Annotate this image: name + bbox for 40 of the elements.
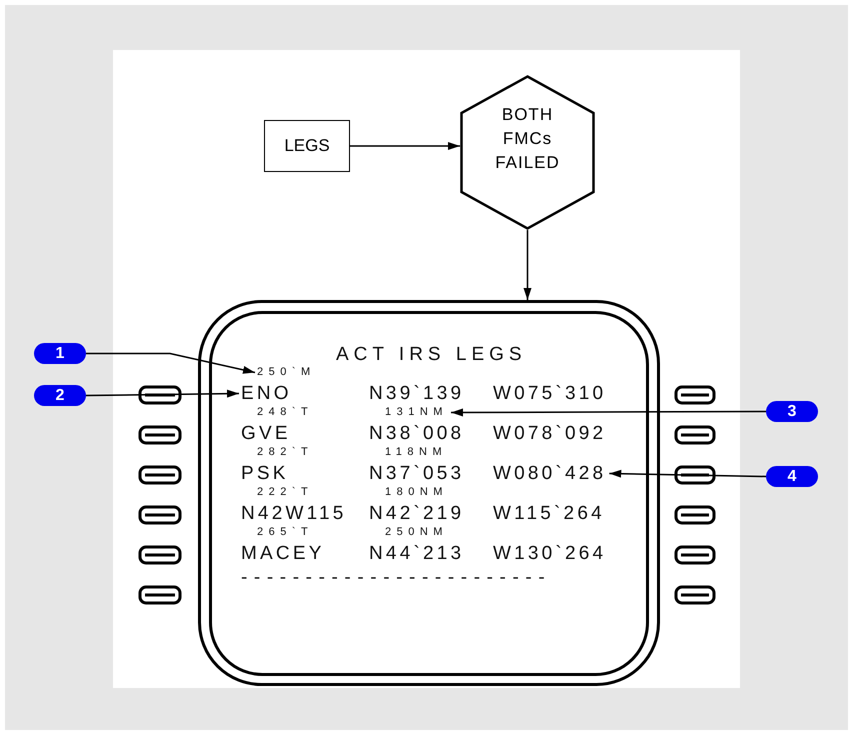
screen-text: 282`T (257, 447, 314, 458)
screen-text: 250`M (257, 367, 316, 378)
screen-text: 265`T (257, 527, 314, 538)
callout-number: 4 (766, 466, 818, 487)
leader-line (609, 470, 766, 478)
screen-text: N38`008 (369, 424, 464, 443)
screen-text: N37`053 (369, 464, 464, 483)
screen-text: 118NM (385, 447, 448, 458)
display-screen (198, 300, 660, 686)
screen-text: N39`139 (369, 384, 464, 403)
callout-number: 2 (34, 385, 86, 406)
screen-text: 222`T (257, 487, 314, 498)
leader-line (86, 390, 239, 398)
screen-text: W130`264 (493, 544, 606, 563)
callout-number: 1 (34, 343, 86, 364)
arrow (524, 230, 532, 300)
screen-text: MACEY (241, 544, 325, 563)
screen-text: N44`213 (369, 544, 464, 563)
screen-text: 180NM (385, 487, 448, 498)
leader-line (450, 408, 766, 416)
hexagon-box (460, 75, 595, 230)
screen-text: GVE (241, 424, 291, 443)
callout-number: 3 (766, 401, 818, 422)
screen-text: 248`T (257, 407, 314, 418)
screen-text: 131NM (385, 407, 448, 418)
dashed-divider-text: ------------------------ (241, 568, 552, 587)
screen-text: W075`310 (493, 384, 606, 403)
screen-text: N42`219 (369, 504, 464, 523)
hexagon-text: BOTH FMCs FAILED (494, 104, 561, 174)
arrow (350, 142, 460, 150)
process-box: LEGS (264, 120, 350, 172)
screen-title: ACT IRS LEGS (336, 345, 527, 364)
screen-text: W115`264 (493, 504, 605, 523)
screen-text: N42W115 (241, 504, 346, 523)
screen-text: 250NM (385, 527, 448, 538)
leader-line (86, 352, 256, 374)
screen-text: W078`092 (493, 424, 606, 443)
screen-text: PSK (241, 464, 289, 483)
screen-text: W080`428 (493, 464, 606, 483)
screen-text: ENO (241, 384, 292, 403)
